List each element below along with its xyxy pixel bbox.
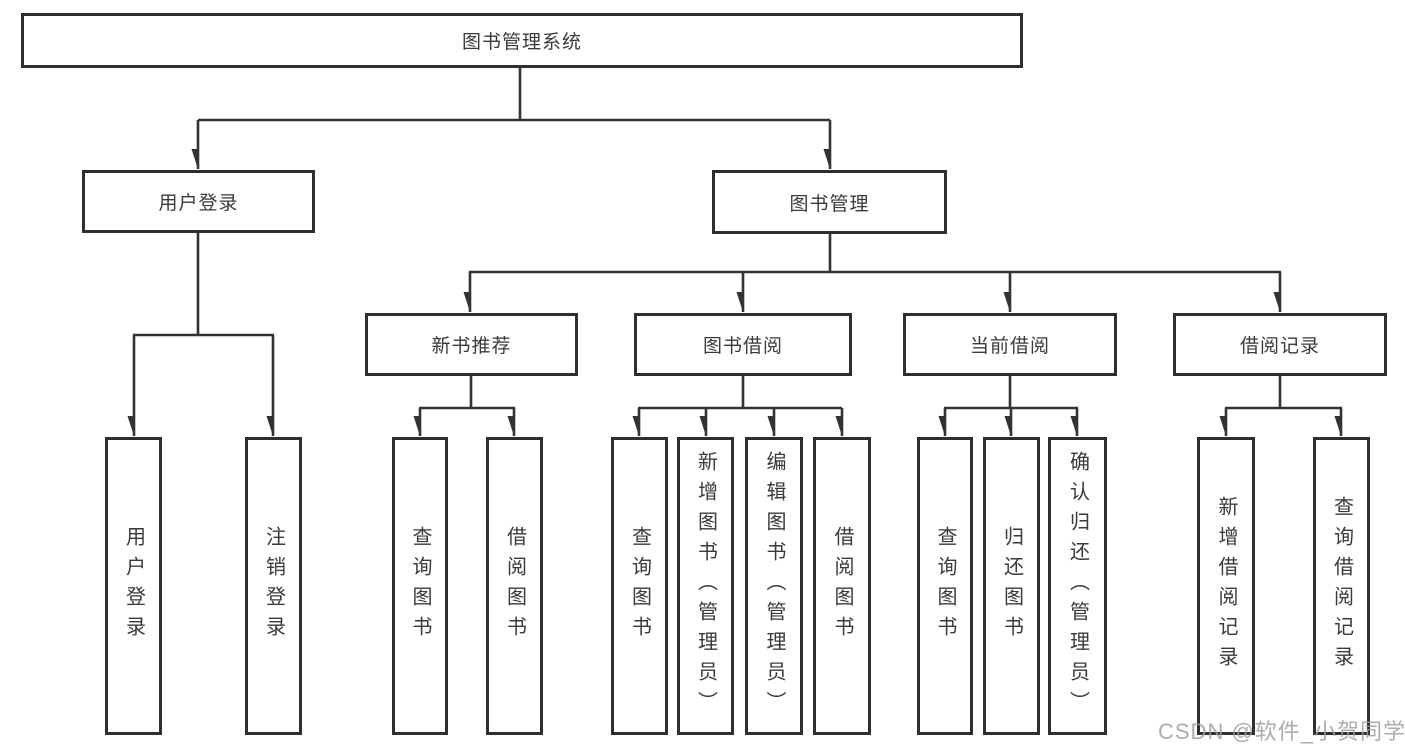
node-label: 用户登录 bbox=[158, 193, 239, 214]
node-new-book-recommend: 新书推荐 bbox=[365, 313, 578, 376]
node-label: 新增图书（管理员） bbox=[694, 451, 717, 721]
node-borrow-records: 借阅记录 bbox=[1173, 313, 1387, 376]
leaf-confirm-return-admin: 确认归还（管理员） bbox=[1048, 437, 1107, 735]
leaf-user-login: 用户登录 bbox=[105, 437, 162, 735]
node-label: 查询图书 bbox=[409, 526, 431, 646]
leaf-edit-books-admin: 编辑图书（管理员） bbox=[745, 437, 803, 735]
leaf-logout: 注销登录 bbox=[245, 437, 302, 735]
leaf-query-borrow-record: 查询借阅记录 bbox=[1313, 437, 1370, 735]
node-label: 图书借阅 bbox=[702, 336, 783, 357]
node-label: 图书管理系统 bbox=[461, 32, 582, 53]
leaf-return-books: 归还图书 bbox=[983, 437, 1040, 735]
node-label: 查询借阅记录 bbox=[1330, 496, 1353, 676]
node-label: 新书推荐 bbox=[431, 336, 512, 357]
node-label: 新增借阅记录 bbox=[1215, 496, 1237, 676]
node-label: 查询图书 bbox=[934, 526, 956, 646]
node-book-management: 图书管理 bbox=[712, 170, 947, 234]
node-label: 确认归还（管理员） bbox=[1066, 451, 1089, 721]
node-root-library-system: 图书管理系统 bbox=[21, 13, 1023, 68]
node-label: 当前借阅 bbox=[969, 336, 1050, 357]
node-label: 借阅图书 bbox=[503, 526, 526, 646]
node-label: 归还图书 bbox=[1000, 526, 1023, 646]
leaf-query-books-recommend: 查询图书 bbox=[392, 437, 448, 735]
node-label: 注销登录 bbox=[262, 526, 285, 646]
leaf-borrow-books: 借阅图书 bbox=[813, 437, 871, 735]
leaf-add-books-admin: 新增图书（管理员） bbox=[677, 437, 734, 735]
node-label: 编辑图书（管理员） bbox=[763, 451, 785, 721]
node-book-borrow: 图书借阅 bbox=[634, 313, 852, 376]
node-label: 用户登录 bbox=[122, 526, 145, 646]
node-label: 借阅记录 bbox=[1239, 336, 1320, 357]
leaf-borrow-books-recommend: 借阅图书 bbox=[486, 437, 543, 735]
node-label: 图书管理 bbox=[789, 193, 870, 215]
node-label: 借阅图书 bbox=[831, 526, 853, 646]
node-label: 查询图书 bbox=[628, 526, 651, 646]
leaf-query-books-borrow: 查询图书 bbox=[611, 437, 668, 735]
node-current-borrow: 当前借阅 bbox=[903, 313, 1117, 376]
leaf-query-books-current: 查询图书 bbox=[917, 437, 973, 735]
node-user-login: 用户登录 bbox=[82, 170, 315, 233]
csdn-watermark: CSDN @软件_小贺同学 bbox=[1158, 719, 1405, 744]
leaf-add-borrow-record: 新增借阅记录 bbox=[1197, 437, 1255, 735]
